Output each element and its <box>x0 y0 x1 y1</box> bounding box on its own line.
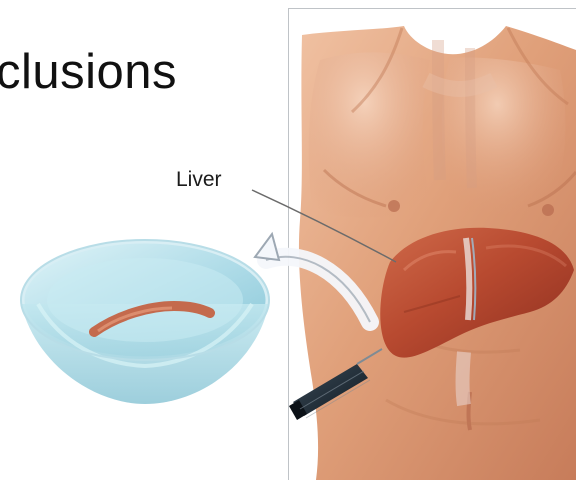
liver-label: Liver <box>176 168 222 192</box>
petri-dish-icon <box>21 240 269 404</box>
